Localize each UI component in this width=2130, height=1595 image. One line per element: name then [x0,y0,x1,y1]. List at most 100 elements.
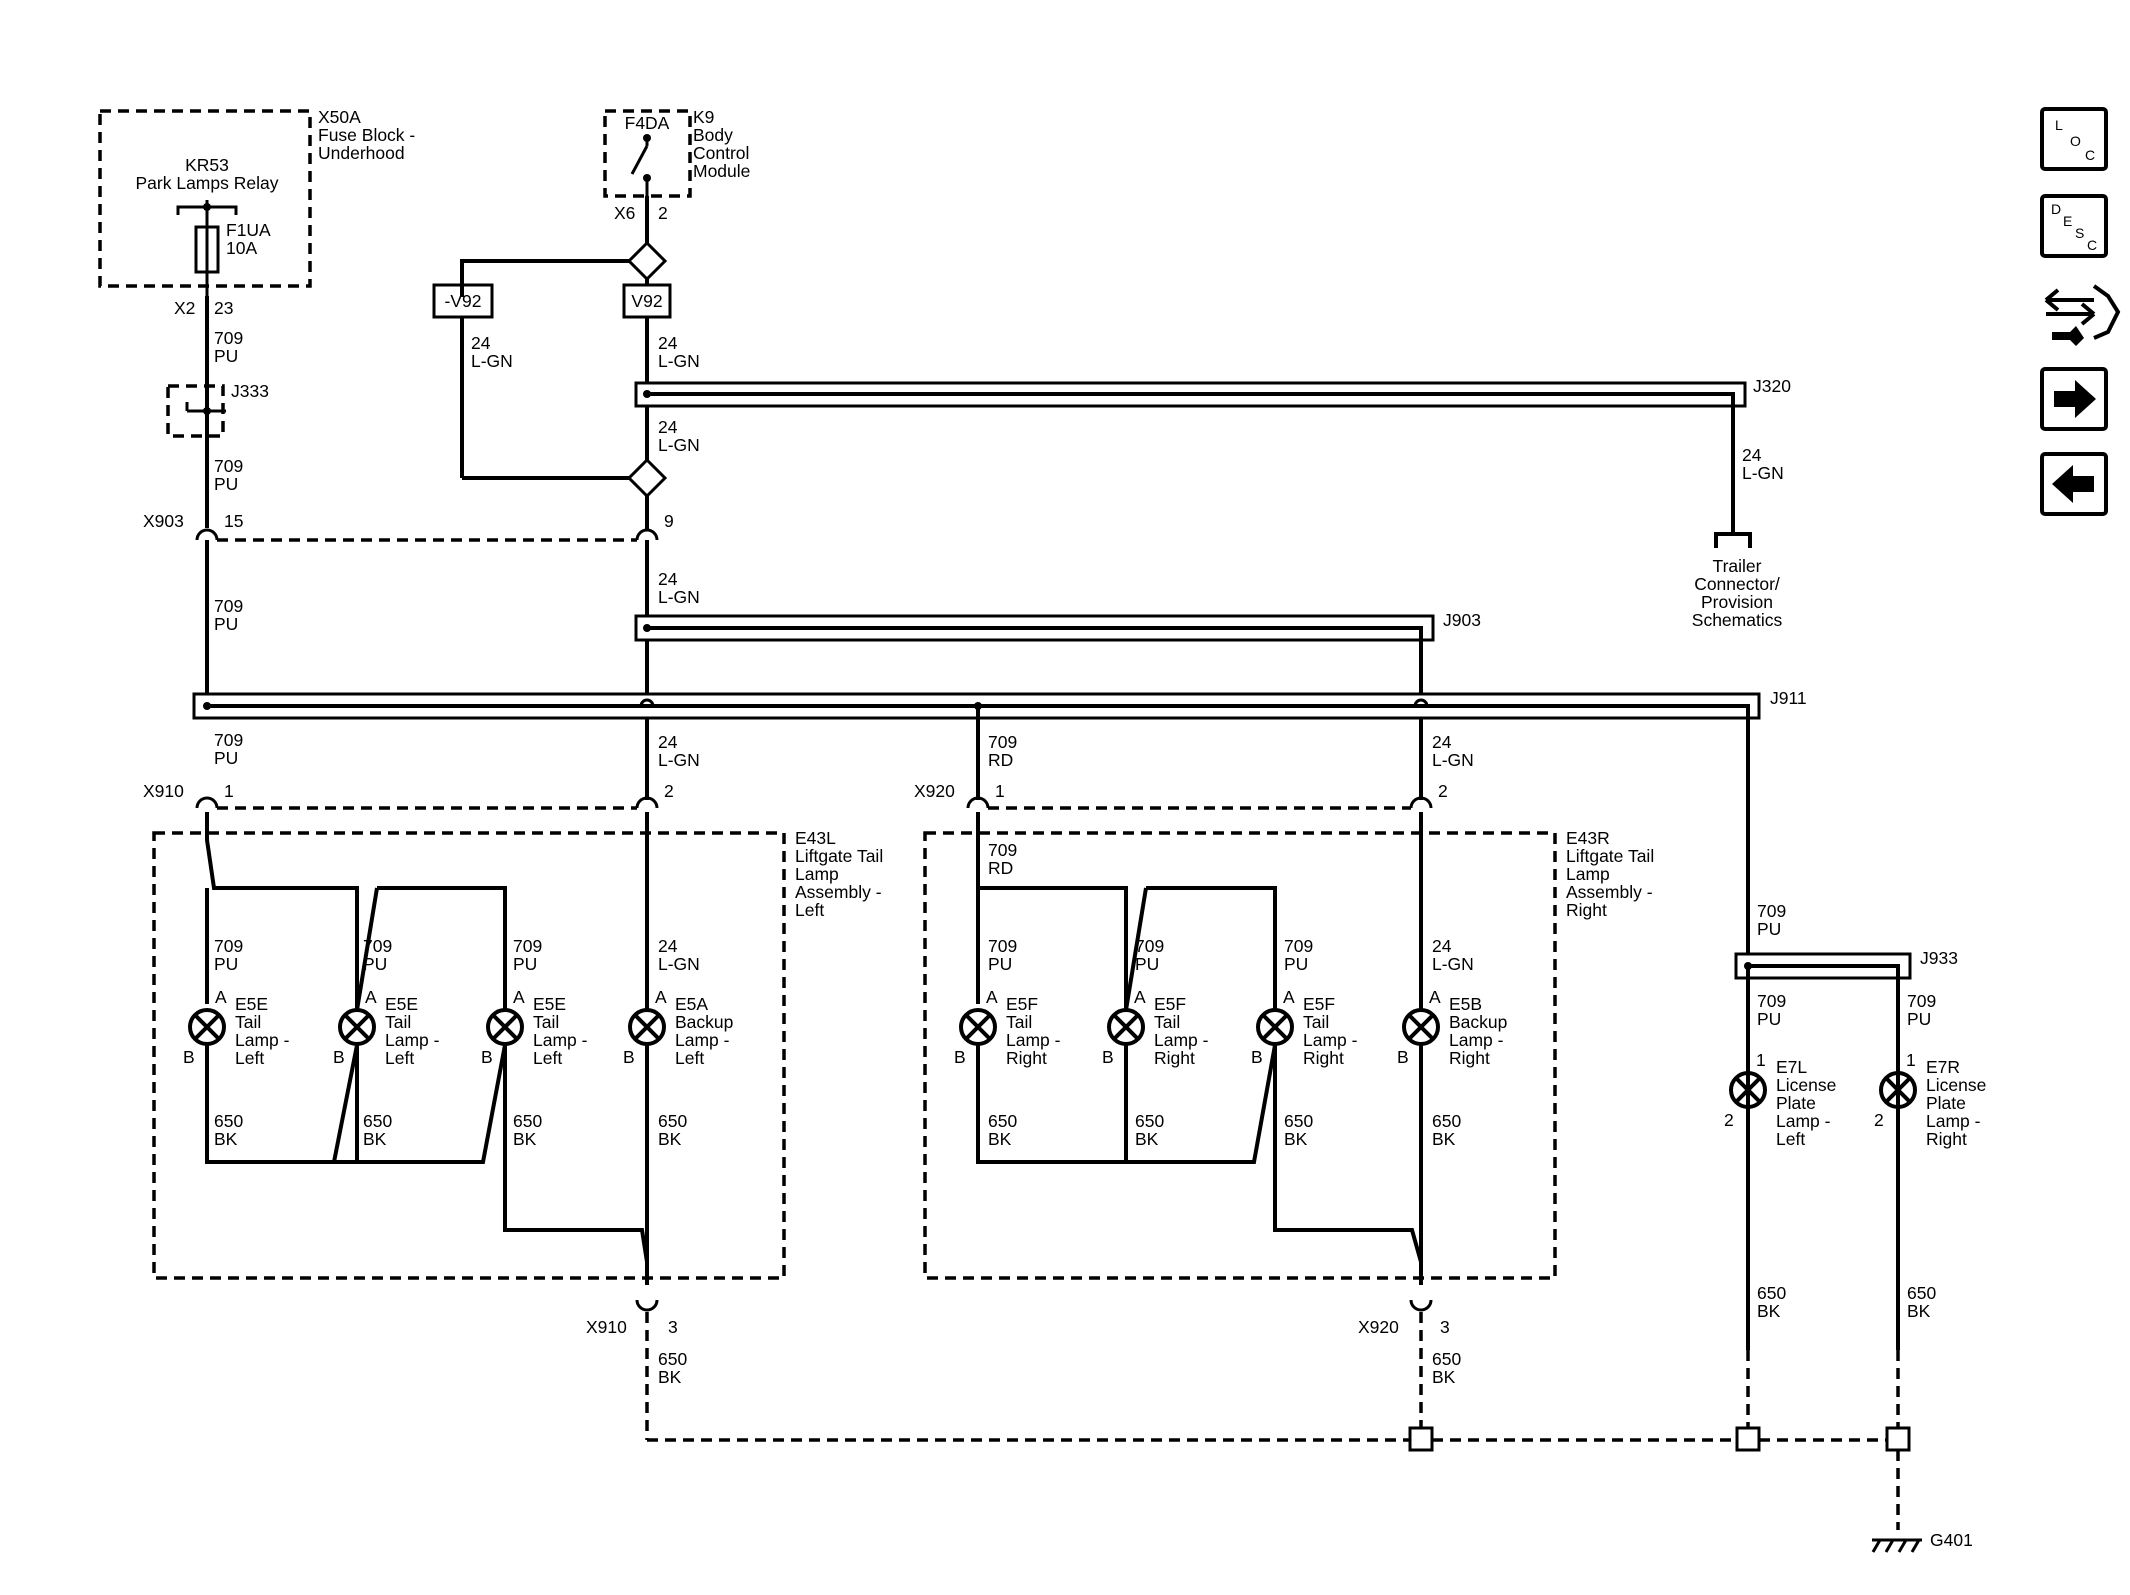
connector-x2: X2 [174,298,195,318]
connector-x6: X6 [614,203,635,223]
pin-2: 2 [658,203,668,223]
lamp-label-line: License [1926,1075,1986,1095]
wire-pu-label: PU [988,954,1012,974]
splice-j903-label: J903 [1443,610,1481,630]
lamp-pin-a: A [365,987,377,1007]
wire-bk-label: BK [214,1129,238,1149]
lamp-pin-b: B [333,1047,345,1067]
lamp-label-line: Lamp - [1303,1030,1358,1050]
wire-709-label: 709 [214,936,243,956]
lamp-label-line: E5E [533,994,566,1014]
location-button[interactable]: L O C [2040,107,2108,171]
fuse-block-location: Underhood [318,143,405,163]
option-v92-branch: -V92 V92 24 L-GN 24 L-GN 24 L-GN [432,196,700,530]
lamp-assembly-right: E43R Liftgate Tail Lamp Assembly - Right… [923,812,1654,1285]
right-assembly-labels: 709 PU 709 PU 709 PU 24 L-GN 650 BK 650 … [988,936,1474,1149]
pin-2: 2 [664,781,674,801]
wire-pu-label: PU [214,954,238,974]
fuse-rating: 10A [226,238,257,258]
wire-lgn-label: L-GN [658,351,700,371]
lamp-pin-a: A [1429,987,1441,1007]
lamp-label-line: Right [1926,1129,1967,1149]
svg-text:C: C [2087,237,2097,253]
component-swap-icon[interactable] [2044,284,2121,346]
svg-text:S: S [2075,225,2084,241]
lamp-label-line: Right [1006,1048,1047,1068]
wire-rd-label: RD [988,750,1013,770]
lamp-label-line: E5F [1303,994,1335,1014]
splice-node [1885,1426,1911,1452]
trailer-connector-icon [1714,532,1752,548]
lamp-pin-b: 2 [1874,1110,1884,1130]
lamp-label-line: E5A [675,994,708,1014]
connector-x903-label: X903 [143,511,184,531]
lamp-label-line: Tail [235,1012,261,1032]
wire-24-label: 24 [658,417,678,437]
wire-709-label: 709 [988,840,1017,860]
splice-pack-j911: J911 [192,688,1807,890]
description-button[interactable]: D E S C [2040,194,2108,258]
lamp-label-line: Tail [533,1012,559,1032]
lamp-pin-a: A [986,987,998,1007]
assembly-left-line-1: Liftgate Tail [795,846,883,866]
wire-709-label: 709 [214,328,243,348]
next-page-button[interactable] [2040,367,2108,431]
ground-circuit: G401 [645,1312,1973,1553]
wire-650-label: 650 [1432,1349,1461,1369]
lamp-label-line: Lamp - [385,1030,440,1050]
previous-page-button[interactable] [2040,452,2108,516]
assembly-left-line-4: Left [795,900,824,920]
lamp-label-line: Lamp - [1926,1111,1981,1131]
ground-icon [1871,1538,1922,1553]
wire-bk-label: BK [1757,1301,1781,1321]
wire-650-label: 650 [988,1111,1017,1131]
previous-page-icon [2052,465,2094,503]
wire-pu-label: PU [363,954,387,974]
wire-650-label: 650 [1432,1111,1461,1131]
lamp-label-line: Lamp - [1449,1030,1504,1050]
assembly-right-line-1: Liftgate Tail [1566,846,1654,866]
lamp-label-line: Lamp - [235,1030,290,1050]
splice-j911-label: J911 [1770,688,1807,708]
assembly-right-id: E43R [1566,828,1610,848]
lamp-pin-b: B [1102,1047,1114,1067]
wire-bk-label: BK [363,1129,387,1149]
connector-x920-lower: X920 3 650 BK [1358,1299,1461,1387]
wire-lgn-label: L-GN [658,750,700,770]
splice-pack-j903: J903 [634,610,1481,800]
wire-pu-label: PU [1757,1009,1781,1029]
splice-node [1735,1426,1761,1452]
assembly-left-id: E43L [795,828,836,848]
lamp-label-line: Lamp - [675,1030,730,1050]
wire-24-label: 24 [471,333,491,353]
wire-650-label: 650 [1757,1283,1786,1303]
trailer-line-1: Trailer [1713,556,1762,576]
lamp-label-line: Backup [675,1012,733,1032]
wire-24-label: 24 [1432,732,1452,752]
park-lamp-feed-wire: J333 709 PU 709 PU 709 PU 709 PU [166,296,269,768]
switch-icon [630,145,649,175]
wire-709-label: 709 [1907,991,1936,1011]
lamp-label-line: Lamp - [1006,1030,1061,1050]
wire-24-label: 24 [658,732,678,752]
relay-node [203,203,211,211]
lamp-label-line: E5E [385,994,418,1014]
pin-2: 2 [1438,781,1448,801]
pin-1: 1 [995,781,1005,801]
lamp-label-line: Tail [385,1012,411,1032]
wire-pu-label: PU [214,474,238,494]
wire-bk-label: BK [988,1129,1012,1149]
wire-24-label: 24 [1742,445,1762,465]
wire-709-label: 709 [1757,991,1786,1011]
assembly-left-line-2: Lamp [795,864,839,884]
lamp-assembly-left: E43L Liftgate Tail Lamp Assembly - Left [152,812,883,1285]
license-plate-branch: 709 PU J933 709 PU 709 PU 650 BK 650 BK [1734,890,1958,1350]
lamp-pin-a: A [1283,987,1295,1007]
pin-9: 9 [664,511,674,531]
relay-id: KR53 [185,155,229,175]
lamp-label-line: Lamp - [533,1030,588,1050]
